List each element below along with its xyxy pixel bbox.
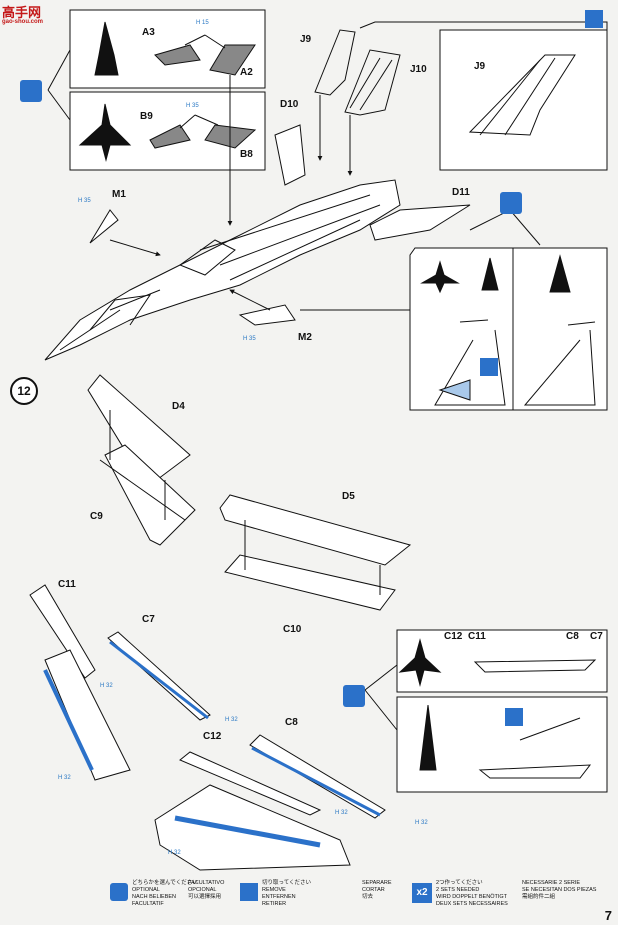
label-inset-c11: C11: [468, 631, 486, 642]
part-m2: [238, 304, 296, 326]
wing-d5: [219, 494, 412, 566]
jet-silhouette-d: [481, 257, 499, 291]
step-number: 12: [10, 377, 38, 405]
jet-silhouette-e: [549, 254, 571, 293]
wing-c10: [224, 554, 396, 611]
part-c12: [179, 751, 322, 816]
paint-code-h35-m2: H 35: [243, 336, 256, 342]
option-icon-c: [343, 685, 365, 707]
paint-code-h35-m1: H 35: [78, 198, 91, 204]
label-d5: D5: [342, 491, 355, 502]
paint-code-h32-f: H 32: [168, 850, 181, 856]
jet-silhouette-b: [78, 103, 132, 162]
label-j9-inset: J9: [474, 61, 486, 72]
paint-code-h32-a: H 32: [100, 683, 113, 689]
tail-fin-j9: [314, 29, 356, 96]
inset-c-top-box: [396, 629, 608, 693]
fuselage: [44, 179, 401, 361]
label-c10: C10: [283, 624, 302, 635]
label-d10: D10: [280, 99, 299, 110]
two-sets-icon: x2: [412, 883, 432, 903]
inset-c-bottom-box: [396, 696, 608, 793]
label-b9: B9: [140, 111, 153, 122]
label-c9: C9: [90, 511, 103, 522]
label-inset-c8: C8: [566, 631, 579, 642]
label-c12: C12: [203, 731, 222, 742]
label-d11: D11: [452, 187, 470, 198]
stabilizer-d11: [369, 204, 471, 241]
label-a3: A3: [142, 27, 155, 38]
paint-code-h32-d: H 32: [335, 810, 348, 816]
label-d4: D4: [172, 401, 185, 412]
wing-main-lower: [154, 784, 351, 871]
wing-c8: [249, 734, 386, 819]
label-j10: J10: [410, 64, 427, 75]
label-a2: A2: [240, 67, 253, 78]
rudder-d10: [274, 124, 306, 186]
paint-code-h32-e: H 32: [415, 820, 428, 826]
label-inset-c7: C7: [590, 631, 603, 642]
paint-icon-c: [505, 708, 523, 726]
paint-code-h32-c: H 32: [58, 775, 71, 781]
inset-tail-box: [439, 29, 608, 171]
part-c11: [29, 584, 96, 679]
jet-silhouette-f: [398, 638, 442, 687]
option-icon-b: [500, 192, 522, 214]
option-icon-a: [20, 80, 42, 102]
paint-icon-a: [585, 10, 603, 28]
tail-fin-j10: [344, 49, 401, 116]
jet-silhouette-g: [419, 704, 437, 771]
label-inset-c12: C12: [444, 631, 463, 642]
tail-fin-inset: [468, 54, 576, 136]
label-m1: M1: [112, 189, 126, 200]
paint-code-h15: H 15: [196, 20, 209, 26]
paint-code-h32-b: H 32: [225, 717, 238, 723]
cut-icon: [240, 883, 258, 901]
label-c8: C8: [285, 717, 298, 728]
page-number: 7: [604, 908, 612, 923]
paint-code-h35-b: H 35: [186, 103, 199, 109]
part-m1: [89, 209, 119, 244]
label-m2: M2: [298, 332, 312, 343]
label-j9: J9: [300, 34, 312, 45]
optional-icon: [110, 883, 128, 901]
jet-silhouette-a: [94, 21, 119, 76]
watermark-url: gao-shou.com: [2, 19, 44, 25]
jet-silhouette-c: [420, 260, 460, 294]
label-b8: B8: [240, 149, 253, 160]
watermark-logo: 高手网: [2, 5, 42, 20]
label-c7: C7: [142, 614, 155, 625]
label-c11: C11: [58, 579, 76, 590]
paint-icon-b: [480, 358, 498, 376]
